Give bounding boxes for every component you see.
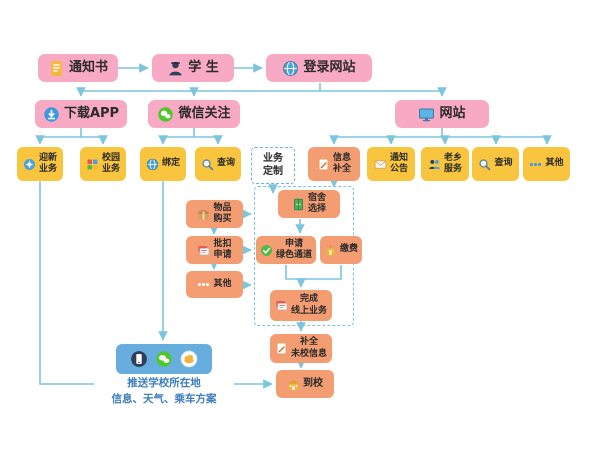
node-label: 查询 — [216, 158, 235, 169]
node-label: 网站 — [439, 105, 466, 121]
node-green-channel: 申请 绿色通道 — [256, 236, 316, 264]
node-label: 物品 购买 — [213, 202, 232, 224]
node-label: 绑定 — [161, 158, 180, 169]
node-student: 学 生 — [152, 54, 234, 82]
node-dorm-select: 宿舍 选择 — [278, 190, 340, 218]
push-channels-panel — [116, 344, 212, 374]
phone-icon — [130, 350, 148, 368]
node-complete-info: 补全 未校信息 — [270, 334, 332, 363]
moneybag-icon — [324, 244, 337, 257]
search-icon — [478, 158, 491, 171]
node-label: 批扣 申请 — [213, 238, 232, 260]
node-notice: 通知书 — [38, 54, 118, 82]
node-label: 迎新 业务 — [38, 152, 57, 174]
globe-icon — [146, 158, 159, 171]
cloud-icon — [180, 350, 198, 368]
node-arrive-school: 到校 — [276, 370, 334, 398]
node-login-site: 登录网站 — [266, 54, 372, 82]
node-hometown-service: 老乡 服务 — [421, 147, 469, 181]
node-label: 学 生 — [188, 59, 219, 75]
node-label: 补全 未校信息 — [290, 337, 327, 359]
node-label: 登录网站 — [303, 59, 356, 75]
cards-icon — [197, 244, 210, 257]
mail-icon — [374, 158, 387, 171]
node-other-web: 其他 — [523, 147, 570, 181]
node-label: 通知 公告 — [389, 152, 408, 174]
node-biz-custom: 业务 定制 — [251, 147, 295, 184]
node-label: 微信关注 — [178, 105, 231, 121]
node-label: 到校 — [303, 377, 323, 389]
cards-icon — [275, 299, 288, 312]
node-item-purchase: 物品 购买 — [186, 200, 243, 228]
node-website: 网站 — [395, 100, 489, 128]
node-label: 下载APP — [63, 105, 120, 121]
grid-icon — [86, 158, 99, 171]
node-label: 查询 — [494, 158, 513, 169]
node-label: 业务 定制 — [263, 153, 283, 177]
node-label: 缴费 — [339, 244, 358, 255]
school-icon — [287, 378, 300, 391]
globe-icon — [282, 60, 299, 77]
download-icon — [43, 106, 60, 123]
student-icon — [167, 60, 184, 77]
node-label: 校园 业务 — [101, 152, 120, 174]
node-download-app: 下载APP — [35, 100, 127, 128]
pencil-icon — [317, 158, 330, 171]
node-finish-online: 完成 线上业务 — [270, 290, 332, 321]
box-icon — [197, 208, 210, 221]
node-label: 通知书 — [68, 59, 108, 75]
wechat-icon — [157, 106, 174, 123]
node-other-custom: 其他 — [186, 271, 243, 298]
node-batch-apply: 批扣 申请 — [186, 236, 243, 264]
node-label: 老乡 服务 — [443, 152, 462, 174]
node-label: 申请 绿色通道 — [275, 238, 312, 260]
search-icon — [201, 158, 214, 171]
dots-icon — [197, 278, 210, 291]
document-icon — [48, 60, 65, 77]
node-bind: 绑定 — [140, 147, 186, 181]
node-query-web: 查询 — [472, 147, 519, 181]
node-label: 完成 线上业务 — [290, 294, 327, 316]
monitor-icon — [418, 106, 435, 123]
node-query-wechat: 查询 — [195, 147, 241, 181]
node-label: 其他 — [213, 278, 232, 289]
pencil-icon — [275, 342, 288, 355]
dots-icon — [529, 158, 542, 171]
node-campus-biz: 校园 业务 — [80, 147, 126, 181]
node-label: 其他 — [545, 158, 564, 169]
push-note: 推送学校所在地 信息、天气、乘车方案 — [111, 377, 217, 405]
people-icon — [428, 158, 441, 171]
node-welcome-biz: 迎新 业务 — [17, 147, 63, 181]
node-label: 信息 补全 — [332, 152, 351, 174]
star-icon — [23, 158, 36, 171]
node-notice-board: 通知 公告 — [367, 147, 415, 181]
wechat-icon — [155, 350, 173, 368]
node-wechat-follow: 微信关注 — [148, 100, 240, 128]
node-label: 宿舍 选择 — [307, 192, 326, 214]
node-pay-fee: 缴费 — [320, 236, 362, 264]
check-icon — [260, 244, 273, 257]
wardrobe-icon — [292, 198, 305, 211]
node-info-complete: 信息 补全 — [308, 147, 360, 181]
